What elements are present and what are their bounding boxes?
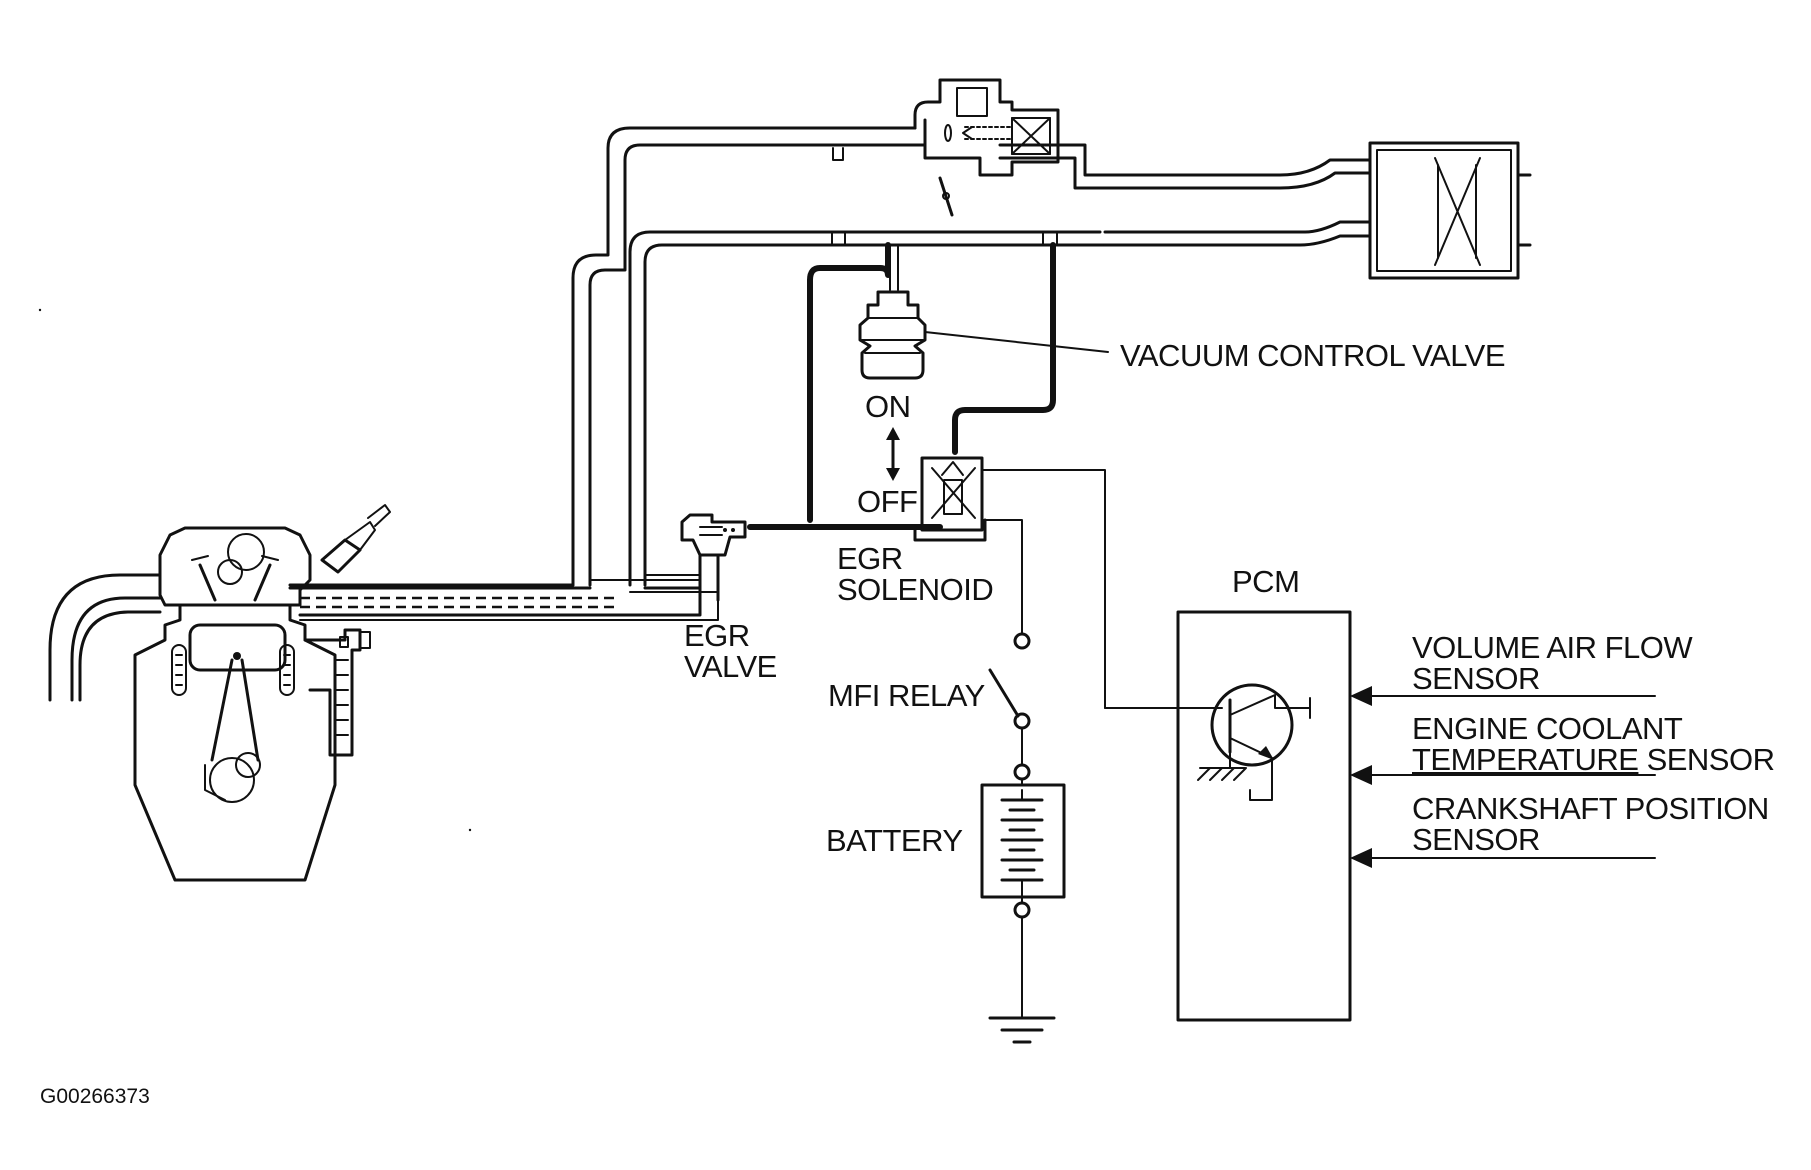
vacuum-control-valve	[858, 290, 1109, 380]
engine-coolant-sensor-label-1: ENGINE COOLANT	[1412, 711, 1683, 746]
battery	[980, 783, 1066, 1044]
egr-passage	[288, 574, 719, 621]
throttle-body	[913, 78, 1060, 217]
vacuum-hoses	[747, 242, 1056, 530]
volume-air-flow-sensor-label-2: SENSOR	[1412, 661, 1540, 696]
on-label: ON	[865, 389, 911, 424]
figure-id: G00266373	[40, 1085, 150, 1108]
egr-valve-label-1: EGR	[684, 618, 750, 653]
on-off-arrow	[886, 427, 900, 481]
mfi-relay-label: MFI RELAY	[828, 678, 985, 713]
sensor-word: SENSOR	[1638, 742, 1775, 777]
volume-air-flow-sensor-label-1: VOLUME AIR FLOW	[1412, 630, 1693, 665]
air-cleaner	[1368, 141, 1532, 280]
off-label: OFF	[857, 484, 918, 519]
egr-solenoid-label-1: EGR	[837, 541, 903, 576]
pcm-label: PCM	[1232, 564, 1300, 599]
egr-valve-label-2: VALVE	[684, 649, 777, 684]
vacuum-control-valve-label: VACUUM CONTROL VALVE	[1120, 338, 1506, 373]
egr-solenoid	[913, 456, 1106, 709]
engine-cross-section	[48, 504, 391, 882]
crankshaft-sensor-label-2: SENSOR	[1412, 822, 1540, 857]
egr-solenoid-label-2: SOLENOID	[837, 572, 994, 607]
power-circuit	[988, 632, 1031, 786]
pcm-module	[1104, 610, 1656, 1022]
battery-label: BATTERY	[826, 823, 963, 858]
temperature-word: TEMPERATURE	[1412, 742, 1639, 777]
intake-manifold	[571, 118, 1372, 587]
crankshaft-sensor-label-1: CRANKSHAFT POSITION	[1412, 791, 1769, 826]
engine-coolant-sensor-label-2: TEMPERATURE SENSOR	[1412, 742, 1775, 777]
